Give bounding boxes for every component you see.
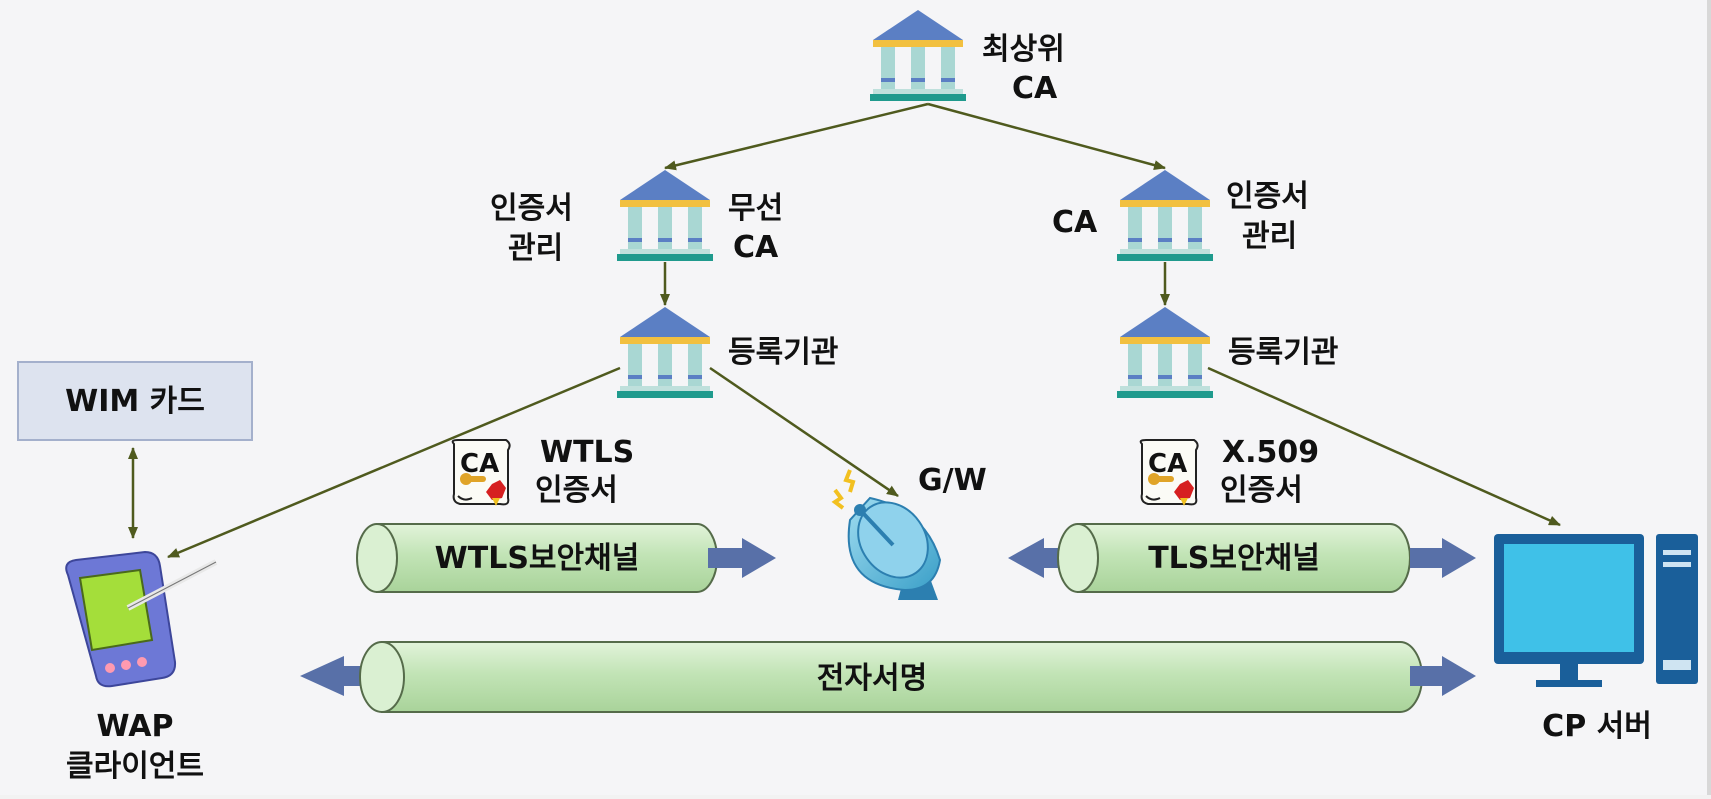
ra-right-label: 등록기관	[1228, 335, 1338, 370]
certificate-icon	[1139, 439, 1199, 507]
wireless-ca-left-line2: 관리	[508, 231, 563, 266]
cp-server-label: CP 서버	[1542, 709, 1652, 744]
tls-channel-label: TLS보안채널	[1148, 541, 1320, 576]
wtls-channel-label: WTLS보안채널	[435, 541, 640, 576]
signature-channel-tube	[359, 641, 1423, 713]
certificate-icon	[451, 439, 511, 507]
signature-channel-label: 전자서명	[817, 661, 927, 696]
wtls-cert-line1: WTLS	[540, 435, 634, 470]
wireless-ca-right-line2: CA	[733, 230, 779, 265]
wireless-ca-right-line1: 무선	[728, 191, 783, 226]
wap-client-line2: 클라이언트	[66, 749, 204, 784]
satellite-dish-icon	[831, 469, 942, 600]
wired-ca-right-line1: 인증서	[1226, 179, 1309, 214]
gateway-label: G/W	[918, 463, 987, 498]
ra-left-label: 등록기관	[728, 335, 838, 370]
root-ca-label-line2: CA	[1012, 71, 1058, 106]
root-ca-label-line1: 최상위	[982, 32, 1065, 67]
bank-icon	[1117, 307, 1213, 398]
bank-icon	[1117, 170, 1213, 261]
desktop-computer-icon	[1494, 534, 1698, 687]
hierarchy-connectors	[128, 102, 1561, 559]
wired-ca-left-label: CA	[1052, 205, 1098, 240]
x509-cert-line1: X.509	[1222, 435, 1319, 470]
x509-cert-line2: 인증서	[1220, 473, 1303, 508]
pda-icon	[65, 550, 218, 688]
wireless-ca-left-line1: 인증서	[490, 191, 573, 226]
wim-card-box	[17, 361, 253, 441]
wtls-cert-line2: 인증서	[535, 473, 618, 508]
wim-card-label: WIM 카드	[65, 384, 205, 419]
tls-channel-tube	[1057, 523, 1411, 593]
wired-ca-right-line2: 관리	[1242, 219, 1297, 254]
arrow-right-icon	[1410, 656, 1476, 696]
bank-icon	[870, 10, 966, 101]
bank-icon	[617, 170, 713, 261]
wap-client-line1: WAP	[97, 709, 174, 744]
bank-icon	[617, 307, 713, 398]
arrow-right-icon	[708, 538, 776, 578]
arrow-right-icon	[1410, 538, 1476, 578]
